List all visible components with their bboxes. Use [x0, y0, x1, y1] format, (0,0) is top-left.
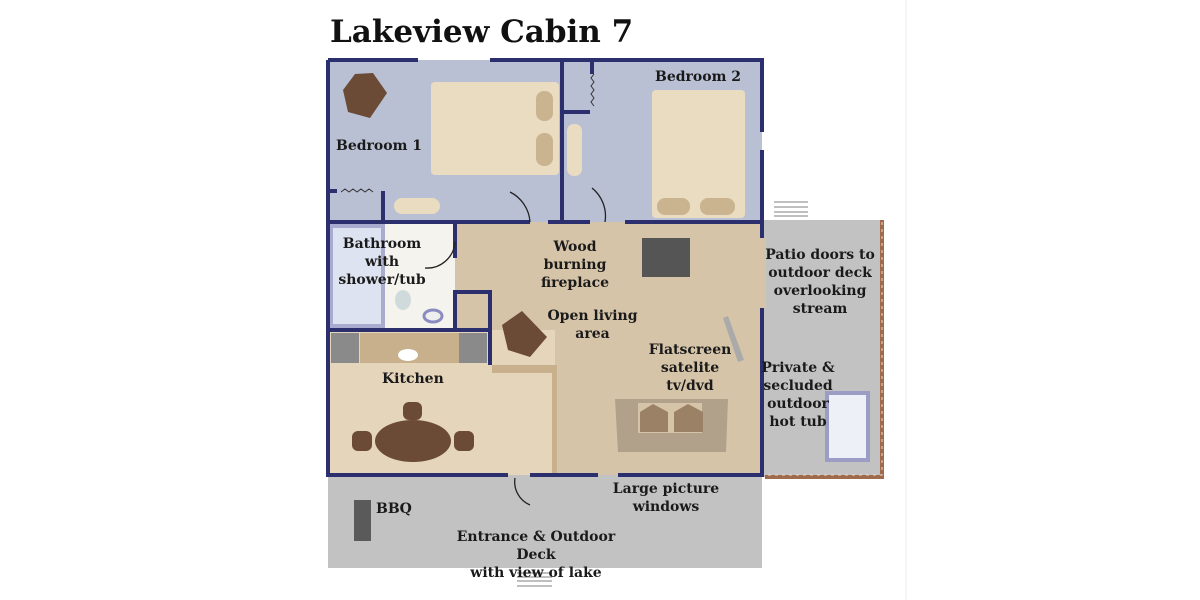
front-deck	[328, 475, 762, 568]
label-bathroom: Bathroom with shower/tub	[338, 236, 426, 288]
bed-1	[431, 82, 559, 175]
chair-living	[502, 311, 547, 357]
chair-bedroom	[343, 73, 387, 118]
label-kitchen: Kitchen	[382, 371, 444, 387]
bed-2	[652, 90, 745, 218]
label-tv: Flatscreen satelite tv/dvd	[648, 342, 732, 394]
fireplace	[642, 238, 690, 277]
label-fireplace: Wood burning fireplace	[540, 239, 610, 291]
label-bedroom-1: Bedroom 1	[336, 138, 423, 154]
page-title: Lakeview Cabin 7	[330, 14, 634, 50]
stairs-front	[517, 572, 552, 587]
hot-tub	[825, 391, 870, 462]
label-living-area: Open living area	[547, 308, 638, 342]
label-bedroom-2: Bedroom 2	[655, 69, 742, 85]
stairs-side	[774, 201, 808, 217]
label-bbq: BBQ	[376, 501, 412, 517]
tv	[723, 316, 744, 362]
dining-table	[375, 420, 451, 462]
label-entrance-deck: Entrance & Outdoor Deck with view of lak…	[456, 529, 616, 581]
walls	[326, 58, 764, 477]
label-patio: Patio doors to outdoor deck overlooking …	[765, 247, 875, 317]
label-picture-windows: Large picture windows	[612, 481, 720, 515]
label-hot-tub: Private & secluded outdoor hot tub	[761, 360, 835, 430]
bbq	[354, 500, 371, 541]
